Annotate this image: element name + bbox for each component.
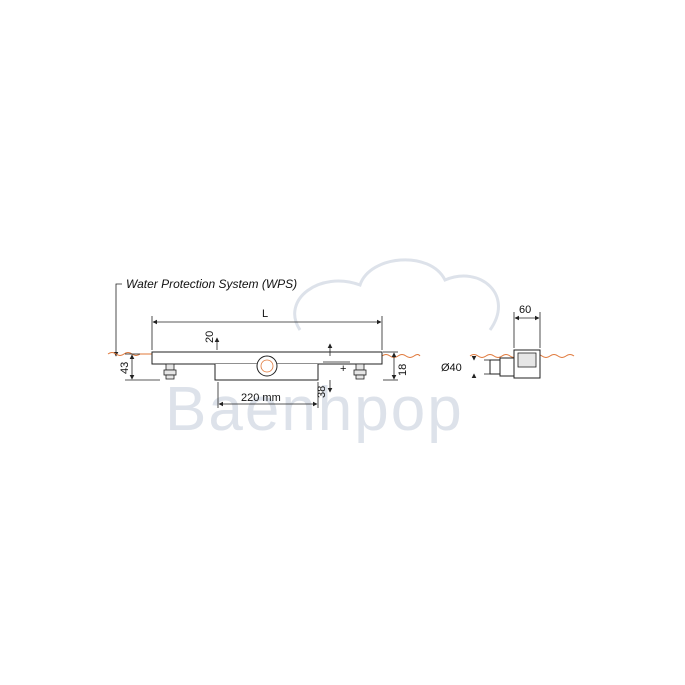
watermark: Baenhpop — [165, 258, 500, 444]
dimension-outlet-offset: 220 mm — [217, 382, 319, 408]
outlet-circle — [256, 355, 278, 377]
leg-right — [353, 363, 367, 380]
leg-left — [163, 363, 177, 380]
side-width-label: 60 — [519, 304, 531, 316]
top-depth-label: 20 — [204, 331, 216, 343]
outlet-diameter-label: Ø40 — [441, 362, 462, 374]
outlet-inner-circle — [260, 359, 274, 373]
wps-leader-line — [113, 283, 122, 357]
length-label: L — [262, 308, 268, 320]
drain-body: + — [151, 351, 383, 381]
water-line-left — [107, 352, 152, 356]
side-view-outlet — [499, 357, 515, 377]
dimension-length: L — [151, 308, 383, 350]
right-height-label: 18 — [397, 364, 409, 376]
total-height-label: 43 — [119, 362, 131, 374]
wps-label: Water Protection System (WPS) — [126, 277, 297, 291]
side-view-pipe — [489, 359, 501, 375]
side-view — [471, 349, 541, 379]
dimension-side-width: 60 — [513, 304, 541, 348]
side-view-inner — [517, 352, 537, 368]
dimension-outlet-height: 38 — [316, 343, 333, 398]
watermark-cloud — [293, 258, 500, 331]
outlet-offset-label: 220 mm — [241, 392, 281, 404]
dimension-right-height: 18 — [383, 351, 409, 381]
dimension-top-depth: 20 — [204, 331, 220, 350]
outlet-height-label: 38 — [316, 386, 328, 398]
water-line-right — [381, 354, 421, 358]
watermark-text: Baenhpop — [165, 375, 464, 444]
cross-mark: + — [340, 363, 346, 375]
dimension-total-height: 43 — [119, 353, 160, 381]
